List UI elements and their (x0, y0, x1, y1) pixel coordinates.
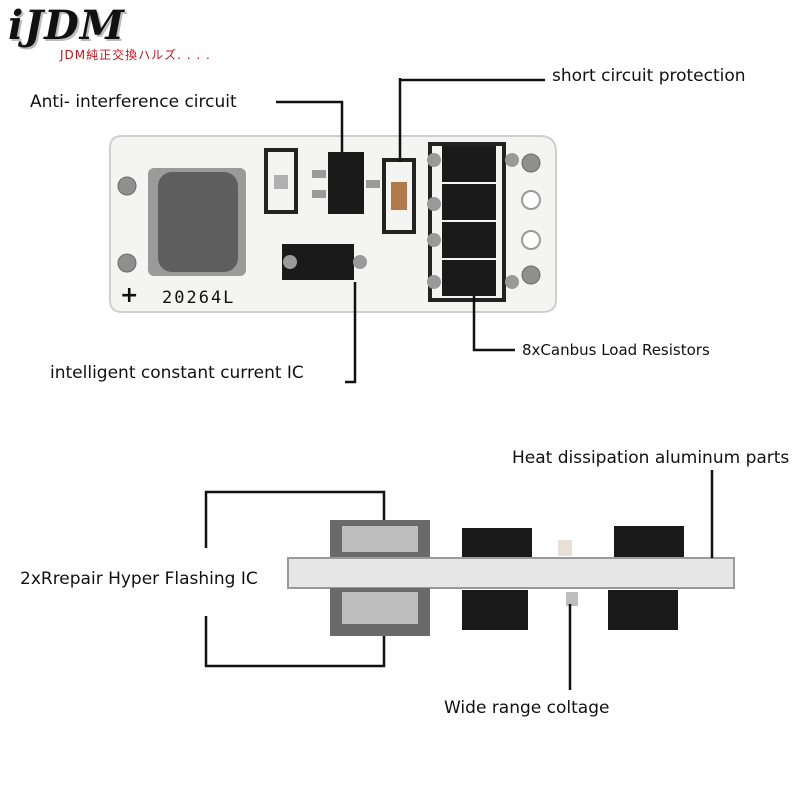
fuse-component (391, 182, 407, 210)
label-anti-interference: Anti- interference circuit (30, 92, 237, 112)
callout-lines-top (276, 78, 545, 384)
label-hyper-flashing: 2xRrepair Hyper Flashing IC (20, 569, 258, 589)
component-outline (264, 148, 298, 214)
load-resistor (442, 222, 496, 258)
aluminum-plate (287, 557, 735, 589)
label-heat-dissipation: Heat dissipation aluminum parts (512, 448, 790, 468)
solder-pad (117, 253, 137, 273)
load-resistor (442, 260, 496, 296)
solder-pad (117, 176, 137, 196)
polarity-mark: + (120, 283, 138, 308)
resistor-outline (428, 142, 506, 302)
load-resistor (442, 146, 496, 182)
component (274, 175, 288, 189)
brand-logo: iJDM (8, 2, 126, 49)
brand-tagline: JDM純正交換ハルズ. . . . (60, 48, 211, 62)
load-resistor (442, 184, 496, 220)
label-wide-range: Wide range coltage (444, 698, 610, 718)
callout-lines-bottom (204, 470, 714, 690)
inductor (158, 172, 238, 272)
top-pcb (109, 135, 557, 313)
side-component (462, 528, 532, 558)
label-load-resistors: 8xCanbus Load Resistors (522, 341, 710, 359)
silkscreen-code: 20264L (162, 288, 235, 308)
anti-interference-chip (328, 152, 364, 214)
side-component (608, 590, 678, 630)
side-component (462, 590, 528, 630)
label-constant-current: intelligent constant current IC (50, 363, 304, 383)
side-pcb (287, 520, 735, 636)
label-short-circuit: short circuit protection (552, 66, 746, 86)
side-component (614, 526, 684, 558)
